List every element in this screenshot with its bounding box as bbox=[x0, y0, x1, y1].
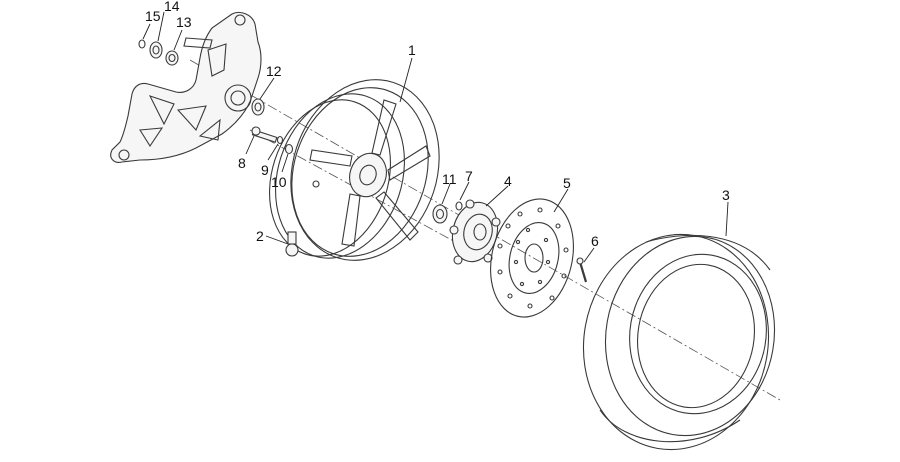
callout-5: 5 bbox=[553, 175, 571, 213]
callout-14: 14 bbox=[157, 0, 180, 42]
callout-7: 7 bbox=[459, 168, 473, 201]
callout-1-label: 1 bbox=[408, 42, 416, 58]
bearing-part bbox=[149, 41, 163, 59]
bush-part bbox=[165, 50, 179, 66]
callout-11: 11 bbox=[441, 171, 457, 205]
callout-12: 12 bbox=[259, 63, 282, 100]
bolt-washer-part bbox=[276, 135, 284, 145]
callout-13-label: 13 bbox=[176, 14, 192, 30]
disc-screw-part bbox=[576, 257, 588, 283]
callout-7-label: 7 bbox=[465, 168, 473, 184]
callout-8-label: 8 bbox=[238, 155, 246, 171]
callout-4-label: 4 bbox=[504, 173, 512, 189]
tyre-valve-part bbox=[285, 231, 299, 257]
circlip-part bbox=[138, 39, 146, 49]
callout-4: 4 bbox=[485, 173, 512, 207]
hub-spacer-part bbox=[432, 204, 448, 224]
callout-3: 3 bbox=[722, 187, 730, 237]
wheel-hub-part bbox=[449, 199, 501, 265]
callout-5-label: 5 bbox=[563, 175, 571, 191]
callout-10-label: 10 bbox=[271, 174, 287, 190]
callout-1: 1 bbox=[399, 42, 416, 103]
callout-9: 9 bbox=[261, 143, 279, 178]
bolt-nut-part bbox=[284, 143, 294, 155]
callout-6-label: 6 bbox=[591, 233, 599, 249]
callout-12-label: 12 bbox=[266, 63, 282, 79]
swingarm-bracket bbox=[110, 11, 262, 163]
callout-2: 2 bbox=[256, 228, 289, 245]
callout-6: 6 bbox=[583, 233, 599, 263]
tyre-part bbox=[582, 233, 776, 451]
callout-14-label: 14 bbox=[164, 0, 180, 14]
brake-disc-part bbox=[490, 198, 574, 318]
rear-wheel-rim-part bbox=[269, 79, 440, 261]
callout-9-label: 9 bbox=[261, 162, 269, 178]
callout-3-label: 3 bbox=[722, 187, 730, 203]
callout-8: 8 bbox=[238, 135, 255, 171]
callout-13: 13 bbox=[173, 14, 192, 51]
axle-bolt-part bbox=[251, 126, 278, 143]
swingarm-bearing-part bbox=[251, 98, 265, 116]
hub-washer-part bbox=[455, 201, 463, 211]
callout-11-label: 11 bbox=[442, 171, 457, 187]
callout-2-label: 2 bbox=[256, 228, 264, 244]
callout-15-label: 15 bbox=[145, 8, 161, 24]
callout-15: 15 bbox=[142, 8, 161, 40]
callout-10: 10 bbox=[271, 153, 289, 190]
